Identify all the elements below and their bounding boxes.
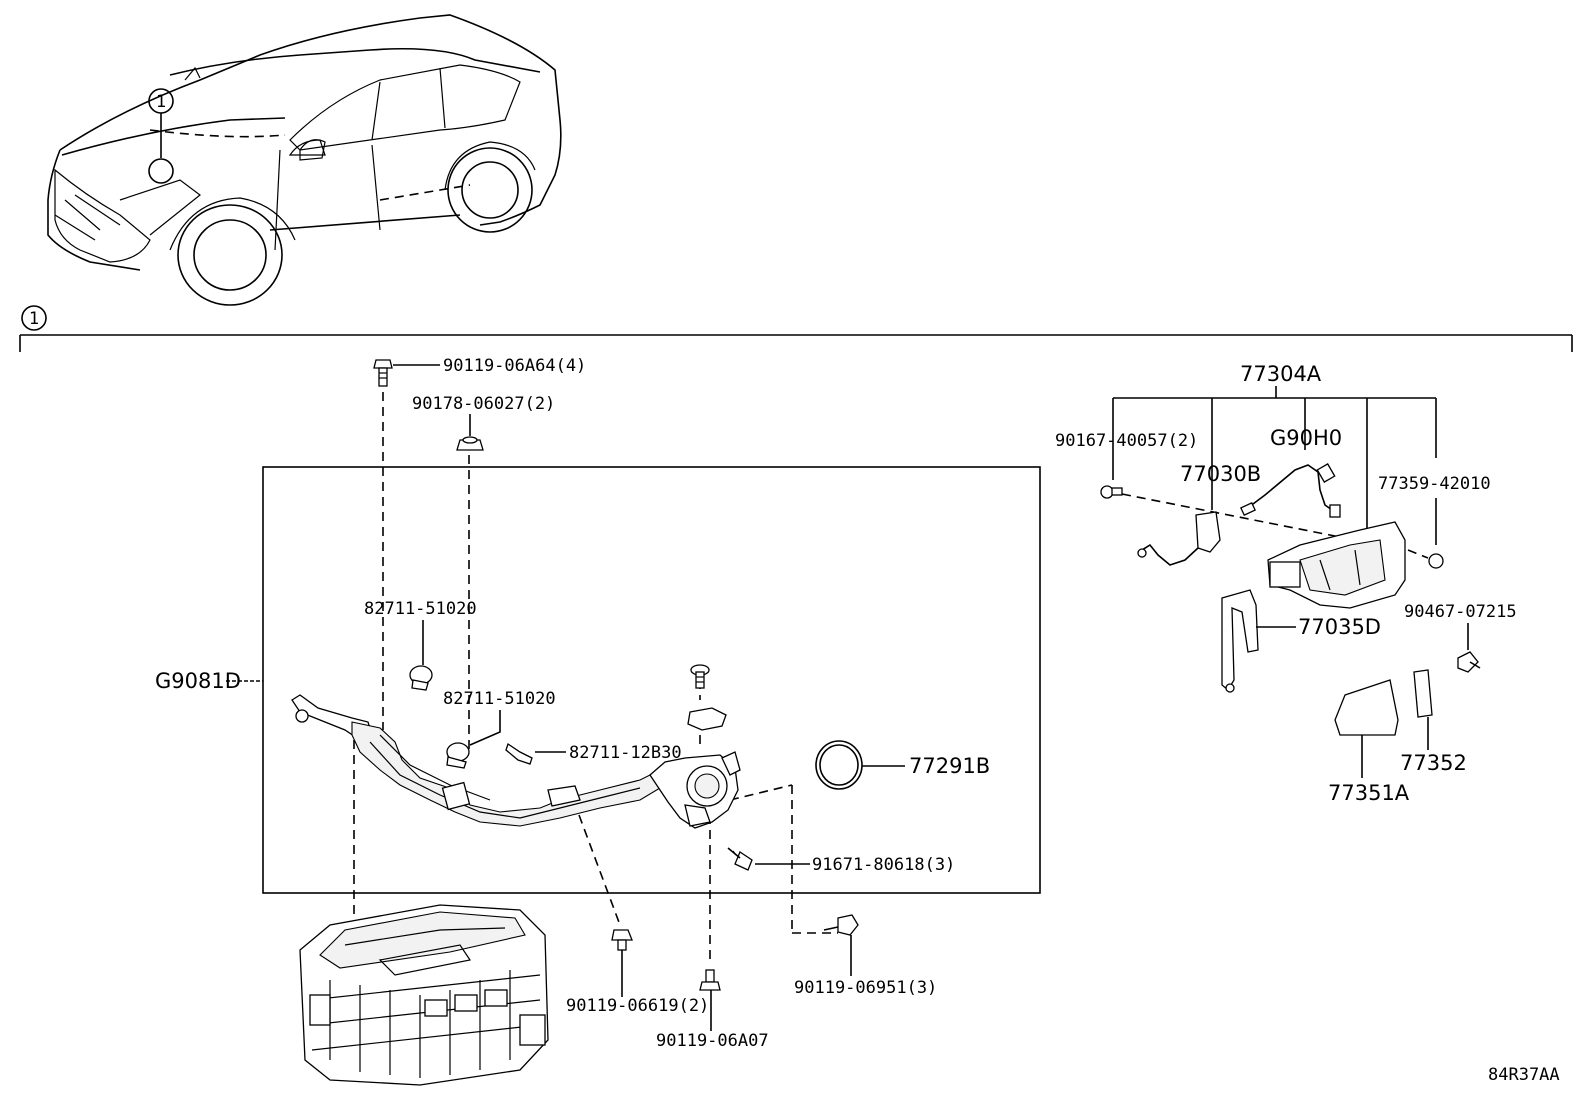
bolt-90119-06A64 <box>373 359 393 387</box>
label-77035D: 77035D <box>1298 615 1381 639</box>
label-77291B: 77291B <box>909 754 990 778</box>
label-91671-80618: 91671-80618(3) <box>812 855 955 875</box>
bolt-91671-80618 <box>727 847 753 871</box>
harness-assembly-box <box>262 466 1041 894</box>
label-90178-06027: 90178-06027(2) <box>412 394 555 414</box>
charge-port-lid-77351A <box>1334 679 1399 736</box>
label-90119-06951: 90119-06951(3) <box>794 978 937 998</box>
bolt-90119-06619 <box>611 929 633 951</box>
label-90467-07215: 90467-07215 <box>1404 602 1517 622</box>
label-82711-51020-lower: 82711-51020 <box>443 689 556 709</box>
seal-77035D <box>1221 589 1259 693</box>
clip-82711-12B30 <box>505 742 533 765</box>
diagram-code: 84R37AA <box>1488 1065 1560 1085</box>
vehicle-illustration: 1 <box>47 14 562 306</box>
label-77030B: 77030B <box>1180 462 1261 486</box>
charge-port-housing <box>1267 521 1406 609</box>
label-77359-42010: 77359-42010 <box>1378 474 1491 494</box>
label-77351A: 77351A <box>1328 781 1410 805</box>
label-90119-06A07: 90119-06A07 <box>656 1031 769 1051</box>
bolt-90119-06A07 <box>699 969 721 991</box>
label-77352: 77352 <box>1400 751 1467 775</box>
actuator-77030B <box>1137 511 1221 566</box>
garnish-77352 <box>1413 669 1433 718</box>
label-90119-06619: 90119-06619(2) <box>566 996 709 1016</box>
label-G90H0: G90H0 <box>1270 426 1342 450</box>
wire-G90H0 <box>1240 463 1341 518</box>
label-82711-12B30: 82711-12B30 <box>569 743 682 763</box>
clip-77359-42010 <box>1428 553 1444 569</box>
bolt-90119-06951 <box>823 914 859 936</box>
vehicle-callout-number: 1 <box>156 92 166 112</box>
label-82711-51020-upper: 82711-51020 <box>364 599 477 619</box>
clip-90467-07215 <box>1457 651 1481 673</box>
clip-82711-51020-upper <box>409 665 433 691</box>
section-callout-number: 1 <box>29 309 39 329</box>
screw-90167-40057 <box>1100 485 1123 499</box>
clip-82711-51020-lower <box>446 742 470 769</box>
label-90167-40057: 90167-40057(2) <box>1055 431 1198 451</box>
label-77304A: 77304A <box>1240 362 1322 386</box>
seal-ring-77291B <box>815 740 863 790</box>
label-90119-06A64: 90119-06A64(4) <box>443 356 586 376</box>
charging-harness-G9081D <box>291 664 741 829</box>
inverter-unit <box>299 904 549 1086</box>
nut-90178-06027 <box>456 436 484 451</box>
section-bracket: 1 <box>19 305 1573 352</box>
